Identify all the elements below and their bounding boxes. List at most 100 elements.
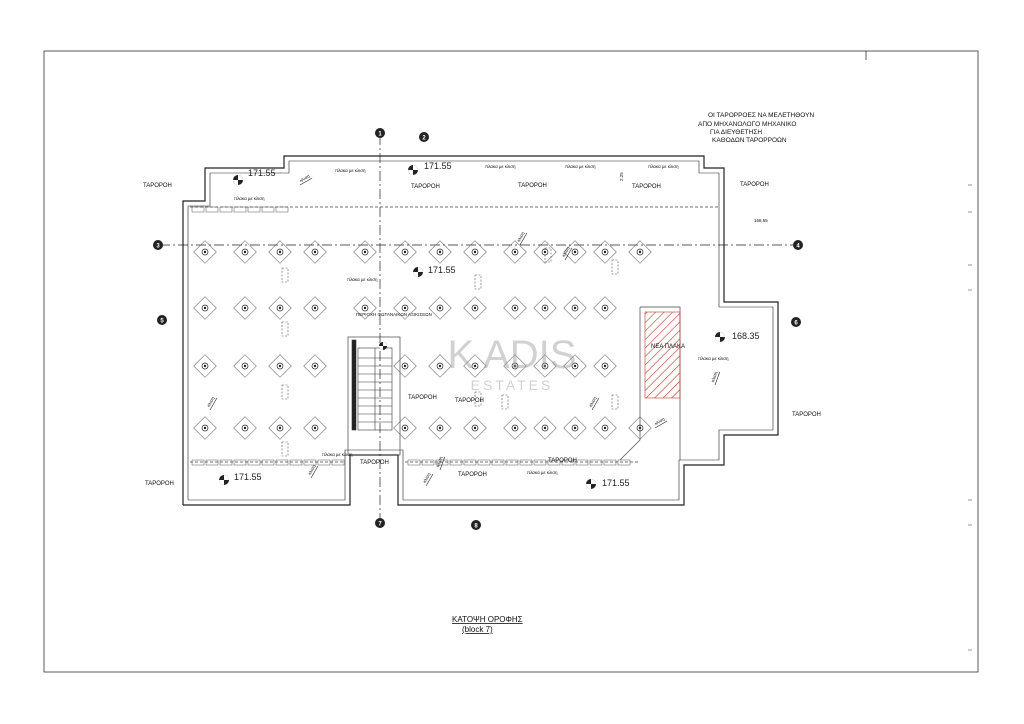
svg-text:πλακα με κλιση: πλακα με κλιση [335,168,366,173]
new-slab-hatch [644,311,681,399]
roof-drain [463,416,487,440]
svg-text:ΤΑΡΟΡΟΗ: ΤΑΡΟΡΟΗ [518,183,547,189]
gutter-cell [233,459,247,466]
elevation-marker: 171.55 [586,478,630,489]
svg-text:ΤΑΡΟΡΟΗ: ΤΑΡΟΡΟΗ [455,398,484,404]
roof-drain [428,416,452,440]
gutter-cell [617,459,631,466]
gutter-cell [575,459,589,466]
svg-text:πλακα με κλιση: πλακα με κλιση [698,356,729,361]
gutter-cell [303,459,317,466]
gutter-cell [191,459,205,466]
roof-drain [268,354,292,378]
roof-drain [303,354,327,378]
gutter-cell [317,459,331,466]
gutter-cell [477,459,491,466]
grid-marker: 2 [419,132,429,142]
gutter-cell [191,206,205,213]
roof-drain [353,240,377,264]
gutter-cell [603,459,617,466]
roof-drain [533,296,557,320]
slope-arrow [519,232,528,246]
svg-text:ΚΑΘΟΔΩΝ ΤΑΡΟΡΡΟΩΝ: ΚΑΘΟΔΩΝ ΤΑΡΟΡΡΟΩΝ [712,137,787,144]
slope-labels: πλακα με κλιση πλακα με κλιση πλακα με κ… [234,164,729,475]
right-edge-marks [968,184,972,651]
inner-zones [190,206,720,463]
gutter-cell [219,459,233,466]
grid-marker: 1 [375,128,385,138]
roof-drain [233,416,257,440]
roof-drain [463,354,487,378]
gutter-cell [463,459,477,466]
svg-text:ΤΑΡΟΡΟΗ: ΤΑΡΟΡΟΗ [408,395,437,401]
slope-arrows: κλισηκλισηκλισηκλισηκλισηκλισηκλισηκλιση… [206,173,721,487]
roof-drain [563,240,587,264]
gutter-cell [407,459,421,466]
svg-text:171.55: 171.55 [602,478,630,488]
svg-text:ΤΑΡΟΡΟΗ: ΤΑΡΟΡΟΗ [360,460,389,466]
elevation-marker: 168.35 [715,331,760,342]
svg-text:ΤΑΡΟΡΟΗ: ΤΑΡΟΡΟΗ [145,481,174,487]
roof-drain [463,296,487,320]
svg-text:6: 6 [794,321,798,327]
slope-arrow [209,397,218,411]
svg-text:168.35: 168.35 [732,331,760,341]
svg-text:ΤΑΡΟΡΟΗ: ΤΑΡΟΡΟΗ [740,182,769,188]
roof-drain [533,354,557,378]
gutter-cell [275,459,289,466]
slope-arrow [564,247,573,261]
svg-text:171.55: 171.55 [234,472,262,482]
roof-drain [193,296,217,320]
roof-drain [393,354,417,378]
roof-drain [193,416,217,440]
gutter-cell [261,206,275,213]
grid-marker: 8 [471,520,481,530]
building-outline [182,155,779,506]
roof-drain [463,240,487,264]
svg-text:ΤΑΡΟΡΟΗ: ΤΑΡΟΡΟΗ [411,184,440,190]
svg-text:ΤΑΡΟΡΟΗ: ΤΑΡΟΡΟΗ [632,184,661,190]
title-sub: (block 7) [462,625,493,634]
svg-text:ΤΑΡΟΡΟΗ: ΤΑΡΟΡΟΗ [458,472,487,478]
svg-text:171.55: 171.55 [424,161,452,171]
svg-text:πλακα με κλιση: πλακα με κλιση [485,164,516,169]
svg-text:πλακα με κλιση: πλακα με κλιση [648,164,679,169]
roof-drain [303,296,327,320]
gutter-cell [205,206,219,213]
svg-text:5: 5 [160,319,164,325]
grid-marker: 7 [375,518,385,528]
slope-arrow-label: κλιση [206,396,216,408]
svg-text:7: 7 [378,522,382,528]
elevation-marker [379,342,387,350]
gutter-cell [533,459,547,466]
svg-text:πλακα με κλιση: πλακα με κλιση [234,196,265,201]
elevation-marker: 171.55 [219,472,262,485]
roof-drain [428,296,452,320]
roof-drain [628,416,652,440]
drawing-title: ΚΑΤΟΨΗ ΟΡΟΦΗΣ (block 7) [452,615,523,634]
roof-drain [563,354,587,378]
roof-drain [268,296,292,320]
roof-drain [563,296,587,320]
gutter-cell [491,459,505,466]
gutter-cells [191,206,631,466]
roof-drain [393,240,417,264]
roof-drain [503,416,527,440]
elevation-marker: 171.55 [413,265,456,277]
roof-drain [353,296,377,320]
staircase [351,339,393,431]
gutter-cell [219,206,233,213]
gutter-cell [233,206,247,213]
slope-arrow [654,420,668,429]
roof-drain [563,416,587,440]
roof-drain [533,416,557,440]
svg-text:ΤΑΡΟΡΟΗ: ΤΑΡΟΡΟΗ [143,183,172,189]
slope-arrow-label: κλιση [710,370,719,382]
svg-text:3: 3 [156,244,160,250]
dim-label: 2.25 [619,172,624,181]
roof-drain [503,296,527,320]
svg-text:ΑΠΟ ΜΗΧΑΝΟΛΟΓΟ ΜΗΧΑΝΙΚΟ: ΑΠΟ ΜΗΧΑΝΟΛΟΓΟ ΜΗΧΑΝΙΚΟ [698,121,796,128]
roof-drain [193,240,217,264]
grid-marker: 6 [791,317,801,327]
